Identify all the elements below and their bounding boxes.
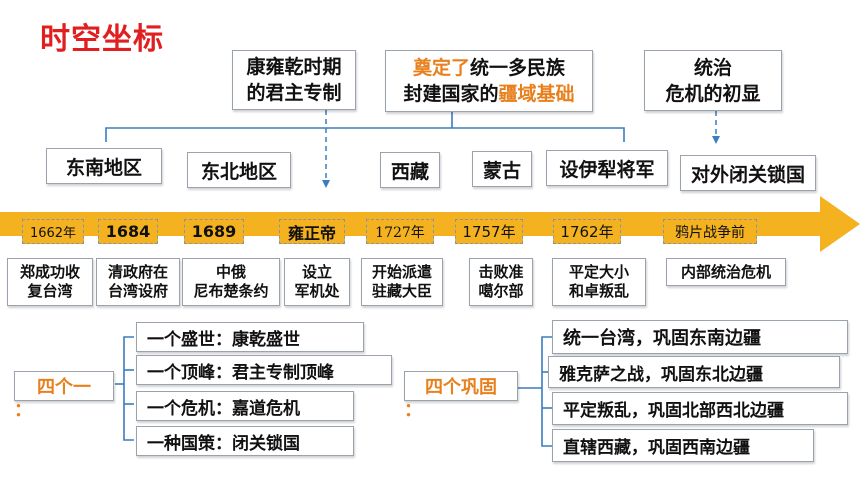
- event-text: 和卓叛乱: [568, 282, 629, 300]
- page-title: 时空坐标: [40, 22, 164, 57]
- event-text: 复台湾: [27, 282, 73, 300]
- mark-1662: 1662年: [22, 219, 84, 244]
- event-text: 中俄: [215, 263, 246, 281]
- event-text: 清政府在: [107, 263, 168, 281]
- region-northeast: 东北地区: [187, 152, 291, 188]
- event-khoja-rebellion: 平定大小 和卓叛乱: [552, 258, 646, 306]
- summary-right-item: 雅克萨之战，巩固东北边疆: [548, 356, 840, 388]
- mark-1684: 1684: [98, 219, 158, 244]
- event-dzungar-defeat: 击败准 噶尔部: [469, 258, 533, 306]
- absolutism-line-1: 康雍乾时期: [246, 56, 342, 78]
- mark-1727: 1727年: [366, 219, 434, 244]
- region-mongolia: 蒙古: [472, 151, 532, 187]
- summary-right-label: 四个巩固: [404, 371, 518, 401]
- summary-right-item: 统一台湾，巩固东南边疆: [552, 320, 848, 354]
- territory-box: 奠定了统一多民族 封建国家的疆域基础: [385, 50, 593, 112]
- summary-left-item: 一种国策：闭关锁国: [136, 426, 354, 456]
- crisis-box: 统治 危机的初显: [644, 50, 782, 111]
- crisis-line-1: 统治: [693, 56, 732, 79]
- summary-right-item: 平定叛乱，巩固北部西北边疆: [552, 392, 848, 425]
- crisis-line-2: 危机的初显: [665, 82, 761, 105]
- territory-line-1: 奠定了统一多民族: [413, 55, 565, 81]
- territory-text-1: 统一多民族: [470, 57, 566, 79]
- event-text: 平定大小: [568, 263, 629, 281]
- event-text: 击败准: [478, 263, 524, 281]
- region-ili-general: 设伊犁将军: [546, 150, 668, 186]
- mark-pre-opium-war: 鸦片战争前: [663, 219, 757, 244]
- event-text: 设立: [301, 263, 332, 281]
- mark-1762: 1762年: [553, 219, 621, 244]
- region-closed-door: 对外闭关锁国: [680, 155, 816, 191]
- summary-left-colon: ：: [14, 400, 32, 421]
- summary-left-item: 一个危机：嘉道危机: [136, 391, 354, 421]
- event-text: 军机处: [294, 282, 340, 300]
- territory-highlight-2: 疆域基础: [498, 83, 575, 105]
- mark-1689: 1689: [184, 219, 244, 244]
- event-text: 噶尔部: [478, 282, 524, 300]
- absolutism-box: 康雍乾时期 的君主专制: [232, 50, 356, 110]
- territory-line-2: 封建国家的疆域基础: [403, 81, 574, 107]
- event-text: 内部统治危机: [680, 262, 771, 281]
- summary-right-item: 直辖西藏，巩固西南边疆: [552, 429, 814, 462]
- summary-left-item: 一个顶峰：君主专制顶峰: [136, 355, 392, 385]
- event-text: 郑成功收: [19, 263, 80, 281]
- region-tibet: 西藏: [380, 152, 440, 188]
- region-southeast: 东南地区: [46, 148, 162, 184]
- event-amban-tibet: 开始派遣 驻藏大臣: [361, 258, 443, 306]
- event-nerchinsk-treaty: 中俄 尼布楚条约: [182, 258, 280, 306]
- event-taiwan-recovery: 郑成功收 复台湾: [7, 258, 93, 306]
- territory-highlight-1: 奠定了: [412, 57, 470, 79]
- event-text: 驻藏大臣: [371, 282, 432, 300]
- territory-text-2: 封建国家的: [403, 83, 499, 105]
- summary-left-label: 四个一: [14, 371, 114, 401]
- absolutism-line-2: 的君主专制: [246, 82, 342, 104]
- event-taiwan-prefecture: 清政府在 台湾设府: [96, 258, 180, 306]
- event-grand-council: 设立 军机处: [284, 258, 350, 306]
- mark-yongzheng: 雍正帝: [279, 219, 345, 244]
- summary-left-item: 一个盛世：康乾盛世: [136, 322, 364, 352]
- event-internal-crisis: 内部统治危机: [666, 258, 786, 286]
- summary-right-colon: ：: [404, 400, 422, 421]
- event-text: 尼布楚条约: [193, 282, 269, 300]
- event-text: 开始派遣: [371, 263, 432, 281]
- event-text: 台湾设府: [107, 282, 168, 300]
- mark-1757: 1757年: [455, 219, 523, 244]
